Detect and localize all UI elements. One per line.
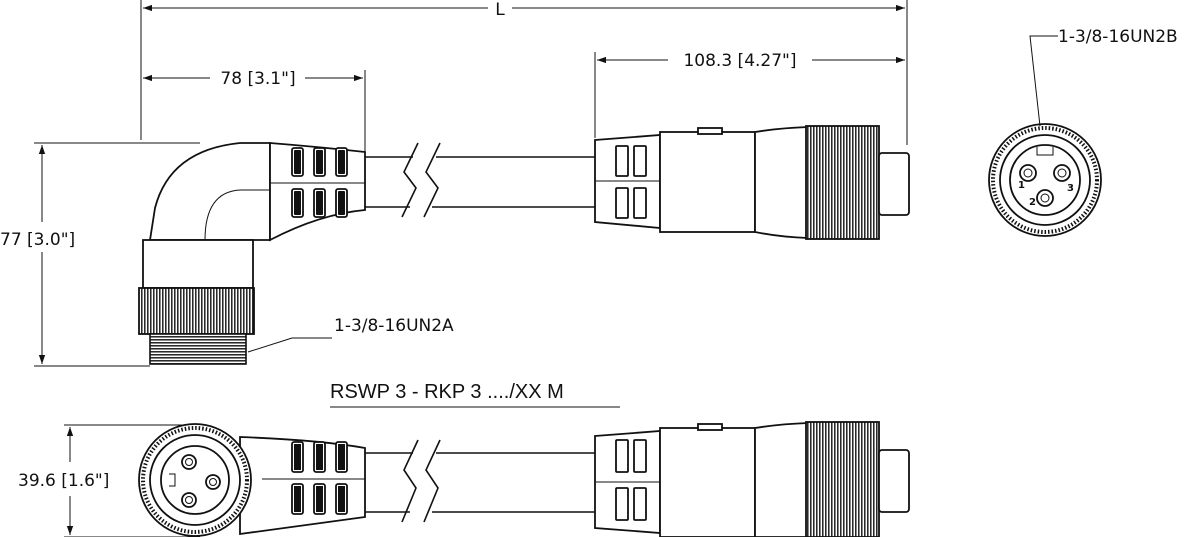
dimension-overall-length: L <box>140 0 908 145</box>
dimension-overall-length-label: L <box>495 0 505 20</box>
pin-label-2: 2 <box>1029 197 1036 208</box>
straight-connector-bottom <box>594 421 910 537</box>
female-face-view: 1 2 3 <box>988 123 1102 237</box>
dimension-elbow-width-label: 39.6 [1.6"] <box>18 471 109 491</box>
elbow-connector-front <box>138 423 366 537</box>
dimension-straight-length-label: 108.3 [4.27"] <box>683 51 796 71</box>
dimension-elbow-height: 77 [3.0"] <box>0 142 200 367</box>
dimension-elbow-height-label: 77 [3.0"] <box>0 230 75 250</box>
pin-label-3: 3 <box>1067 183 1074 194</box>
cable-top <box>365 142 595 218</box>
dimension-straight-length: 108.3 [4.27"] <box>594 51 905 138</box>
pin-label-1: 1 <box>1018 180 1025 191</box>
part-number-label: RSWP 3 - RKP 3 ..../XX M <box>330 381 564 403</box>
male-thread-label: 1-3/8-16UN2A <box>334 316 454 336</box>
elbow-connector-side <box>138 142 366 365</box>
straight-connector-top <box>594 125 910 240</box>
part-number-title: RSWP 3 - RKP 3 ..../XX M <box>330 381 620 408</box>
dimension-elbow-length: 78 [3.1"] <box>143 69 366 152</box>
female-thread-label: 1-3/8-16UN2B <box>1058 27 1178 47</box>
male-thread-callout: 1-3/8-16UN2A <box>247 316 454 353</box>
dimension-elbow-length-label: 78 [3.1"] <box>220 69 295 89</box>
female-thread-callout: 1-3/8-16UN2B <box>1029 27 1178 127</box>
dimension-elbow-width: 39.6 [1.6"] <box>12 424 200 537</box>
cable-bottom <box>365 439 595 523</box>
